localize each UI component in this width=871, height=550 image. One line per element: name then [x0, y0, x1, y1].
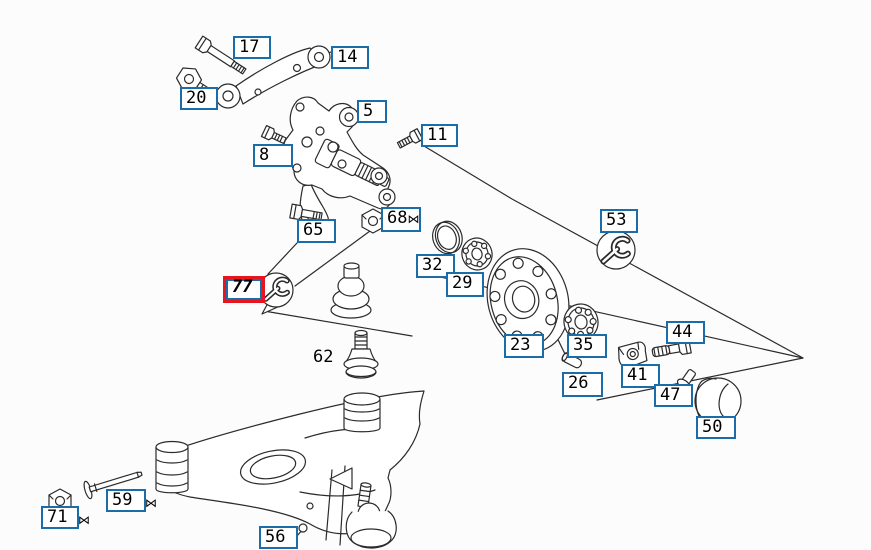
callout-label: 44: [672, 322, 693, 342]
callout-5[interactable]: 5: [357, 100, 387, 123]
callout-44[interactable]: 44: [666, 321, 705, 344]
callout-label: 20: [186, 88, 207, 108]
callout-label: 17: [239, 37, 260, 57]
callout-label: 8: [259, 145, 270, 165]
callout-label: 65: [303, 220, 324, 240]
callout-label: 59: [112, 490, 133, 510]
callout-50[interactable]: 50: [696, 416, 736, 439]
callout-14[interactable]: 14: [331, 46, 369, 69]
part-upper-arm: [215, 45, 331, 109]
callout-41[interactable]: 41: [621, 364, 660, 388]
callout-65[interactable]: 65: [297, 219, 336, 243]
callout-label: 53: [606, 210, 627, 230]
callout-label: 41: [627, 365, 648, 385]
part-wheel-hub: [486, 248, 570, 352]
callout-68[interactable]: 68⋈: [381, 207, 421, 232]
part-bearing-35: [563, 303, 599, 341]
callout-label: 5: [363, 101, 374, 121]
wrench-icon: [596, 230, 636, 270]
callout-label: 77: [232, 277, 253, 297]
part-knuckle: [283, 96, 396, 232]
callout-20[interactable]: 20: [180, 87, 218, 110]
callout-26[interactable]: 26: [562, 372, 603, 397]
footnote-marker-icon: ⋈: [145, 496, 157, 510]
callout-23[interactable]: 23: [504, 334, 544, 358]
callout-71[interactable]: 71 ⋈: [41, 506, 90, 529]
callout-8[interactable]: 8: [253, 144, 293, 167]
callout-label: 47: [660, 385, 681, 405]
callout-label: 62: [313, 347, 334, 367]
callout-label: 56: [265, 527, 286, 547]
footnote-marker-icon: ⋈: [78, 513, 90, 527]
callout-label: 50: [702, 417, 723, 437]
callout-56[interactable]: 56: [259, 526, 298, 549]
callout-label: 32: [422, 255, 443, 275]
callout-label: 14: [337, 47, 358, 67]
callout-label: 68: [387, 208, 408, 228]
part-bolt-17: [194, 35, 247, 75]
part-clamp-nut-41: [617, 341, 648, 369]
part-arm-ball-joint: [345, 482, 397, 549]
part-bolt-8: [260, 124, 287, 145]
callout-label: 26: [568, 373, 589, 393]
part-seal-ring: [432, 220, 463, 255]
callout-77-selected[interactable]: 77: [223, 276, 265, 303]
callout-label: 11: [427, 125, 448, 145]
part-bolt-59: [83, 471, 143, 500]
callout-label: 35: [573, 335, 594, 355]
callout-32[interactable]: 32: [416, 254, 455, 278]
callout-35[interactable]: 35: [567, 334, 607, 358]
part-dust-boot: [330, 262, 372, 319]
label-62: 62: [313, 347, 333, 367]
callout-47[interactable]: 47: [654, 384, 693, 407]
callout-label: 71: [47, 507, 68, 527]
callout-11[interactable]: 11: [421, 124, 458, 147]
part-ball-joint: [343, 329, 379, 379]
callout-53[interactable]: 53: [600, 209, 638, 233]
part-bolt-65: [289, 203, 323, 221]
callout-17[interactable]: 17: [233, 36, 271, 59]
callout-label: 29: [452, 273, 473, 293]
footnote-marker-icon: ⋈: [407, 212, 419, 226]
part-nut-68: [361, 208, 385, 234]
wrench-icon: [258, 272, 294, 315]
callout-59[interactable]: 59 ⋈: [106, 489, 157, 512]
callout-29[interactable]: 29: [446, 272, 484, 297]
part-arm-front-bushing: [155, 440, 189, 494]
part-bolt-11: [396, 128, 424, 149]
part-arm-rear-bushing: [343, 392, 381, 433]
part-bearing-29: [461, 237, 493, 271]
callout-label: 23: [510, 335, 531, 355]
